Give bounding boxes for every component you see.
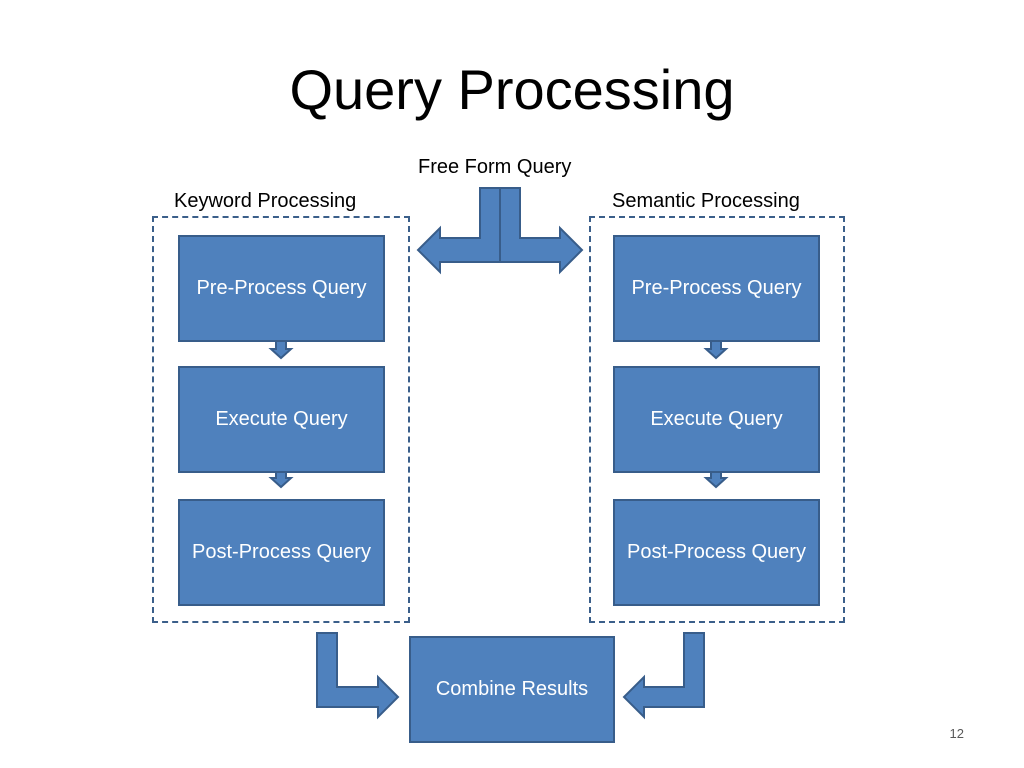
semantic-pre-process-box: Pre-Process Query — [613, 235, 820, 342]
keyword-to-combine-arrow — [316, 632, 400, 720]
split-left-arrow — [416, 187, 501, 275]
keyword-execute-query-box: Execute Query — [178, 366, 385, 473]
semantic-processing-label: Semantic Processing — [612, 190, 800, 212]
keyword-post-process-box: Post-Process Query — [178, 499, 385, 606]
page-number: 12 — [949, 726, 964, 741]
keyword-processing-group — [152, 216, 410, 623]
semantic-to-combine-arrow — [622, 632, 705, 720]
semantic-post-process-box: Post-Process Query — [613, 499, 820, 606]
semantic-execute-query-box: Execute Query — [613, 366, 820, 473]
keyword-step-arrow-1 — [268, 340, 294, 360]
keyword-processing-label: Keyword Processing — [174, 190, 357, 212]
semantic-step-arrow-2 — [703, 471, 729, 489]
keyword-pre-process-box: Pre-Process Query — [178, 235, 385, 342]
slide-title: Query Processing — [289, 58, 735, 121]
combine-results-box: Combine Results — [409, 636, 615, 743]
semantic-processing-group — [589, 216, 845, 623]
split-right-arrow — [499, 187, 584, 275]
free-form-query-label: Free Form Query — [418, 156, 572, 178]
semantic-step-arrow-1 — [703, 340, 729, 360]
keyword-step-arrow-2 — [268, 471, 294, 489]
